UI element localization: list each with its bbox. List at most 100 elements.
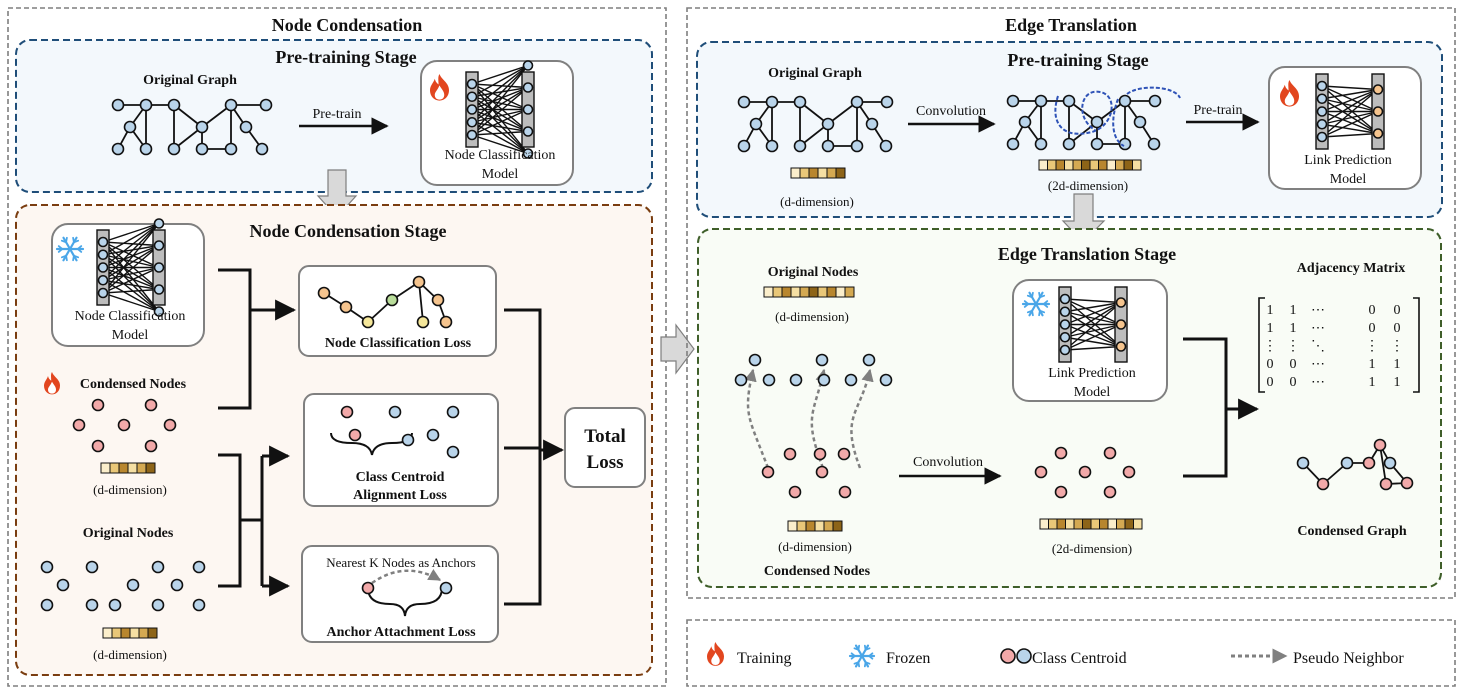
snow-branch <box>850 655 856 660</box>
snow-arm <box>1028 291 1038 306</box>
node <box>838 485 852 499</box>
vector-cell <box>147 627 158 639</box>
vector-cell <box>127 462 138 474</box>
matrix-cell: ⋯ <box>1311 303 1325 318</box>
left-pretrain-title: Pre-training Stage <box>275 47 416 67</box>
vector-cell <box>1106 159 1116 171</box>
weight <box>1321 85 1379 113</box>
node <box>1316 131 1328 143</box>
vector-cell <box>787 520 798 532</box>
weight <box>471 64 529 98</box>
node <box>1296 456 1310 470</box>
fire-icon <box>1280 80 1299 107</box>
vector-cell <box>111 627 122 639</box>
receptive-field-loop <box>1054 90 1113 135</box>
node <box>85 560 99 574</box>
node <box>40 560 54 574</box>
vector-cell <box>145 462 156 474</box>
matrix-cell: 0 <box>1267 357 1274 372</box>
snow-arm <box>68 247 78 262</box>
node <box>1034 94 1048 108</box>
node <box>259 98 273 112</box>
node <box>97 274 109 286</box>
matrix-cell: 1 <box>1290 321 1297 336</box>
weight <box>102 266 160 281</box>
node <box>1090 137 1104 151</box>
node <box>255 142 269 156</box>
matrix-cell: 0 <box>1394 321 1401 336</box>
weight <box>1321 88 1379 125</box>
weight <box>1064 301 1122 313</box>
node <box>737 139 751 153</box>
matrix-cell: ⋮ <box>1286 339 1300 354</box>
node <box>401 433 415 447</box>
connector-lines <box>1183 337 1260 478</box>
weight <box>1321 110 1379 138</box>
node <box>1115 341 1127 352</box>
vector-cell <box>1039 518 1049 530</box>
node <box>1103 446 1117 460</box>
node <box>762 373 776 387</box>
node <box>1059 344 1071 356</box>
vector-cell <box>1048 518 1058 530</box>
panel-transition-arrow <box>660 323 695 375</box>
node <box>167 142 181 156</box>
node <box>813 447 827 461</box>
weight <box>1321 123 1379 135</box>
snow-branch <box>57 248 64 253</box>
node <box>761 465 775 479</box>
centroid-brace <box>330 432 413 456</box>
matrix-cell: 0 <box>1369 303 1376 318</box>
node <box>1372 106 1384 117</box>
condensed-graph <box>1296 438 1414 491</box>
node <box>466 78 478 90</box>
snow-branch <box>1026 294 1033 299</box>
node <box>466 116 478 128</box>
weight <box>102 241 160 247</box>
node <box>1059 306 1071 318</box>
vector-cell <box>817 167 828 179</box>
node <box>111 142 125 156</box>
snow-branch <box>1038 291 1041 299</box>
node <box>439 315 453 329</box>
node <box>522 60 534 71</box>
node-condensation-stage-title: Node Condensation Stage <box>249 221 446 241</box>
vector-cell <box>138 627 149 639</box>
vector-cell <box>790 286 801 298</box>
node <box>1006 137 1020 151</box>
node <box>522 104 534 115</box>
weight <box>1321 88 1379 138</box>
weight <box>102 244 160 281</box>
original-nodes <box>734 353 893 387</box>
vector-cell <box>790 167 801 179</box>
2d-dimension-label: (2d-dimension) <box>1052 541 1132 556</box>
vector-cell <box>1065 518 1075 530</box>
node <box>749 117 763 131</box>
legend-pseudo-neighbor: Pseudo Neighbor <box>1293 650 1404 667</box>
convolved-condensed-nodes <box>1034 446 1136 499</box>
node <box>97 287 109 299</box>
node <box>72 418 86 432</box>
weight <box>471 65 529 123</box>
vector-cell <box>1082 518 1092 530</box>
feature-vector-2d <box>1039 518 1143 530</box>
weight <box>1321 98 1379 113</box>
frozen-link-prediction-card <box>1012 279 1168 402</box>
node <box>1379 477 1393 491</box>
node <box>153 262 165 273</box>
node <box>117 418 131 432</box>
node <box>153 240 165 251</box>
snow-branch <box>853 647 860 651</box>
weight <box>1321 85 1379 135</box>
matrix-cell: ⋮ <box>1365 339 1379 354</box>
weight <box>1064 301 1122 351</box>
flame-core <box>48 381 56 394</box>
node <box>153 284 165 295</box>
vector-cell <box>102 627 113 639</box>
snow-branch <box>1039 309 1046 314</box>
snow-branch <box>1042 300 1049 305</box>
node <box>361 581 375 595</box>
matrix-bracket <box>1258 297 1265 393</box>
node <box>361 315 375 329</box>
feature-vector <box>763 286 855 298</box>
